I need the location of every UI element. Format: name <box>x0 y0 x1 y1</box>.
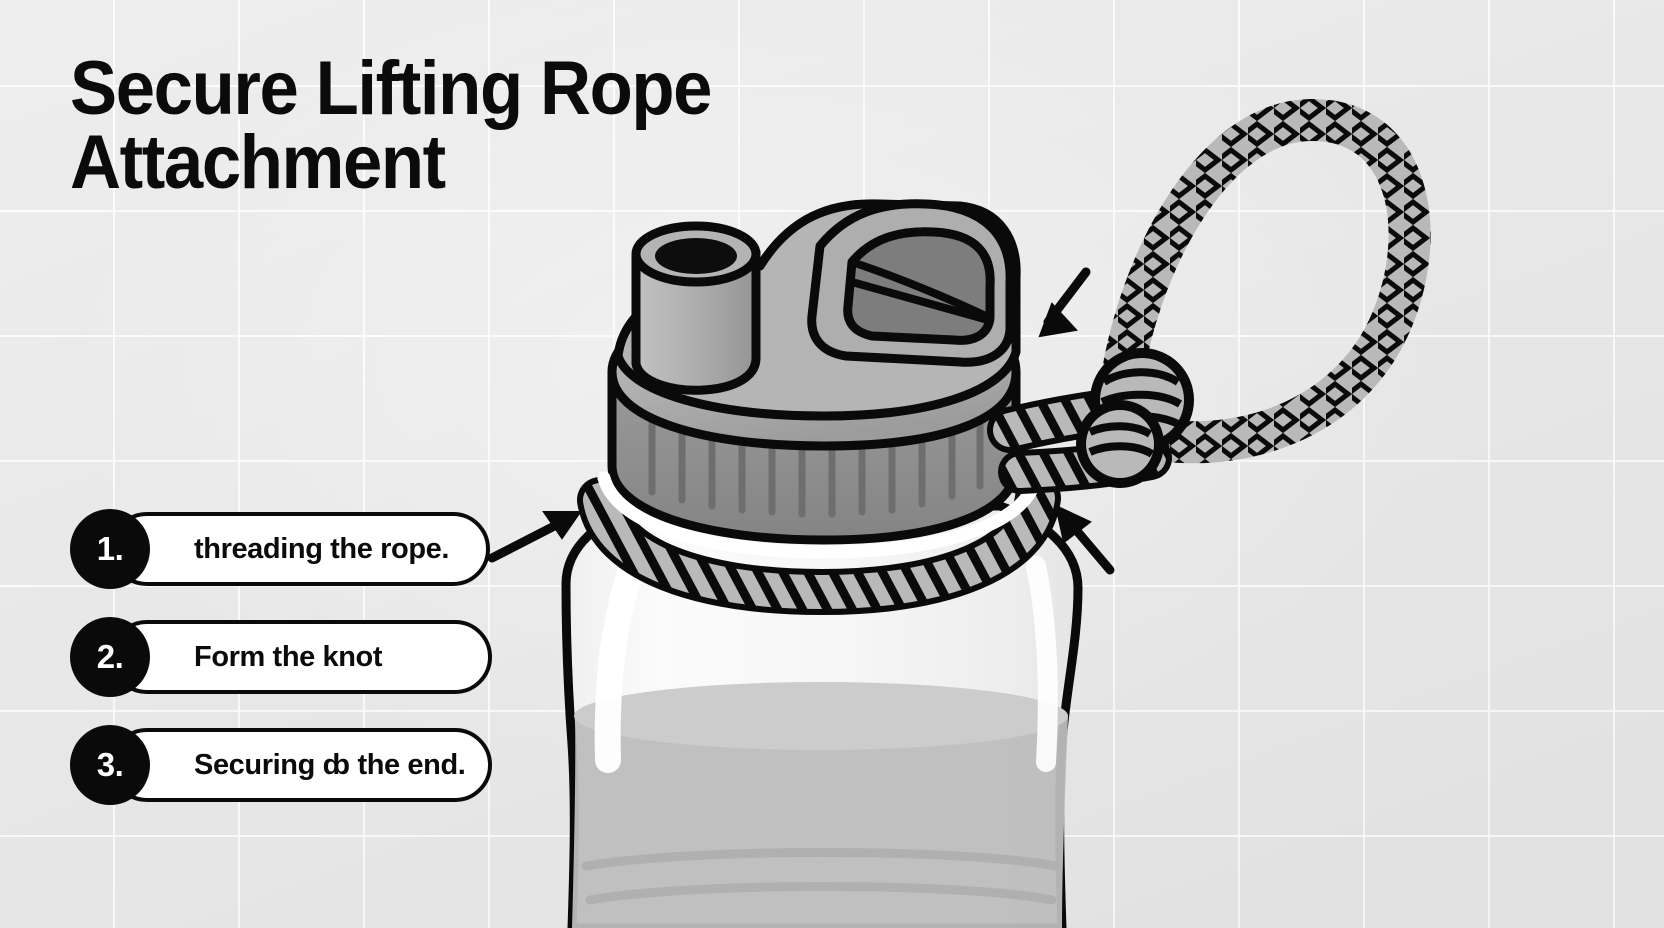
page-title: Secure Lifting Rope Attachment <box>70 46 712 206</box>
step-badge-3: 3. <box>70 725 150 805</box>
step-badge-1: 1. <box>70 509 150 589</box>
step-pill-2[interactable]: Form the knot <box>110 620 492 694</box>
step-label-1: threading the rope. <box>194 532 450 565</box>
step-badge-2: 2. <box>70 617 150 697</box>
step-pill-1[interactable]: threading the rope. <box>110 512 490 586</box>
step-label-2: Form the knot <box>194 640 383 673</box>
step-pill-3[interactable]: Securing ȸ the end. <box>110 728 492 802</box>
step-label-3: Securing ȸ the end. <box>194 748 466 781</box>
